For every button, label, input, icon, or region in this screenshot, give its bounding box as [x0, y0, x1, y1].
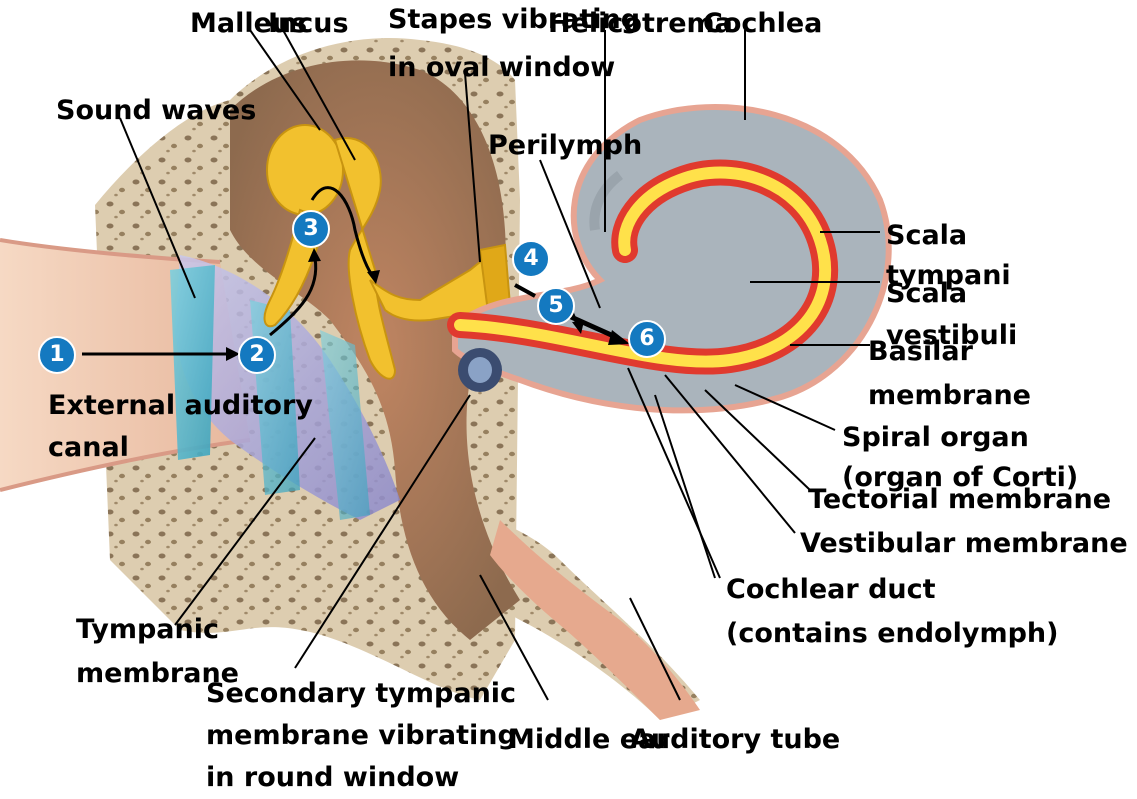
- secondary-tympanic-line2: membrane vibrating: [206, 718, 517, 753]
- tectorial-membrane-label: Tectorial membrane: [808, 482, 1111, 517]
- step-6-badge: 6: [628, 320, 666, 358]
- secondary-tympanic-line3: in round window: [206, 760, 459, 795]
- step-5-badge: 5: [537, 287, 575, 325]
- scala-vestibuli-line1: Scala: [886, 276, 967, 311]
- spiral-organ-line1: Spiral organ: [842, 420, 1029, 455]
- cochlear-duct-line1: Cochlear duct: [726, 572, 936, 607]
- step-1-badge: 1: [38, 336, 76, 374]
- step-2-badge: 2: [238, 336, 276, 374]
- step-4-badge: 4: [512, 240, 550, 278]
- incus-label: Incus: [268, 6, 349, 41]
- scala-tympani-line1: Scala: [886, 218, 967, 253]
- vestibular-membrane-label: Vestibular membrane: [800, 526, 1128, 561]
- basilar-membrane-line1: Basilar: [868, 334, 973, 369]
- cochlear-duct-line2: (contains endolymph): [726, 616, 1058, 651]
- basilar-membrane-line2: membrane: [868, 378, 1031, 413]
- perilymph-label: Perilymph: [488, 128, 642, 163]
- auditory-tube-label: Auditory tube: [630, 722, 840, 757]
- sound-waves-label: Sound waves: [56, 93, 256, 128]
- external-canal-line1: External auditory: [48, 388, 313, 423]
- stapes-label-line2: in oval window: [388, 50, 615, 85]
- external-canal-line2: canal: [48, 430, 129, 465]
- secondary-tympanic-line1: Secondary tympanic: [206, 676, 516, 711]
- tympanic-membrane-line1: Tympanic: [76, 612, 219, 647]
- cochlea-label: Cochlea: [703, 6, 822, 41]
- step-3-badge: 3: [292, 210, 330, 248]
